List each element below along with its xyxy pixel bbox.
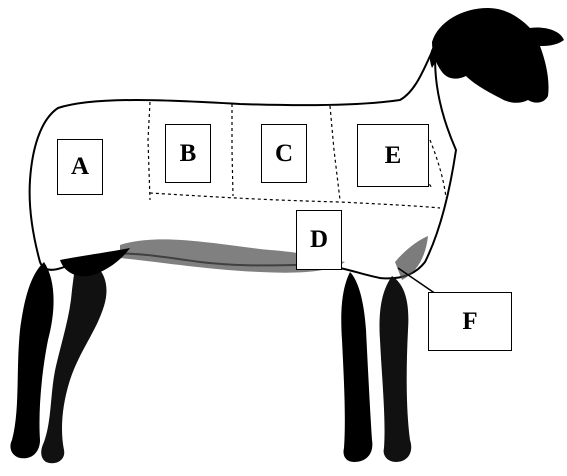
region-letter-c: C — [274, 139, 294, 167]
region-letter-a: A — [70, 153, 90, 180]
region-letter-b: B — [179, 139, 197, 167]
region-label-f: F — [428, 292, 512, 351]
hind-thigh — [60, 248, 130, 277]
region-label-b: B — [165, 124, 211, 183]
region-label-a: A — [57, 139, 103, 195]
sheep-body-outline — [28, 43, 458, 280]
hind-leg-right — [41, 258, 107, 464]
chest-wool-shading — [395, 236, 428, 280]
sheep-ear — [429, 44, 440, 68]
sheep-head — [432, 8, 564, 103]
hind-leg-left — [10, 262, 54, 459]
belly-wool-shading — [120, 239, 345, 273]
region-letter-d: D — [309, 226, 329, 253]
region-label-d: D — [296, 210, 342, 270]
front-leg-right — [379, 276, 412, 462]
region-letter-e: E — [384, 141, 402, 169]
region-letter-f: F — [462, 307, 478, 335]
front-leg-left — [341, 272, 373, 462]
region-label-c: C — [261, 124, 307, 183]
region-label-e: E — [357, 124, 429, 187]
f-pointer-line — [397, 267, 437, 295]
